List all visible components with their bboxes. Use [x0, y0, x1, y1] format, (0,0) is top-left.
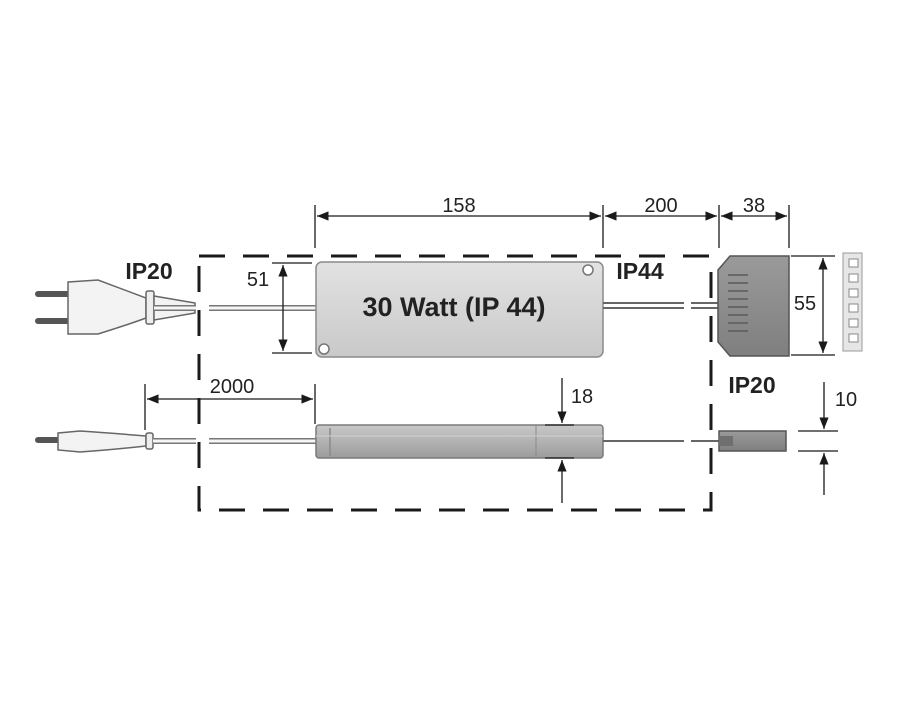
- dim-label-connector-length: 38: [743, 195, 765, 217]
- connector-socket-strip: [842, 252, 863, 352]
- dim-label-connector-height: 10: [835, 389, 857, 411]
- dim-label-power-cable: 2000: [210, 376, 255, 398]
- product-title: 30 Watt (IP 44): [362, 292, 545, 322]
- dim-label-driver-length: 158: [442, 195, 475, 217]
- connector-top-view: [717, 255, 790, 357]
- driver-side-view: [315, 424, 604, 459]
- plug-side-view: [35, 430, 154, 453]
- ip-label-plug: IP20: [125, 258, 172, 284]
- ip-label-driver: IP44: [616, 258, 664, 284]
- connector-side-view: [718, 430, 787, 452]
- driver-top-view: [315, 261, 604, 358]
- dim-label-driver-height: 18: [571, 386, 593, 408]
- mounting-hole: [318, 343, 330, 355]
- dim-label-connector-width: 55: [794, 293, 816, 315]
- dim-label-cable-out: 200: [644, 195, 677, 217]
- ip44-zone-frame: [197, 254, 713, 512]
- output-cable-top: [603, 302, 719, 309]
- ip-label-connector: IP20: [728, 372, 775, 398]
- mounting-hole: [582, 264, 594, 276]
- dim-label-driver-width: 51: [247, 269, 269, 291]
